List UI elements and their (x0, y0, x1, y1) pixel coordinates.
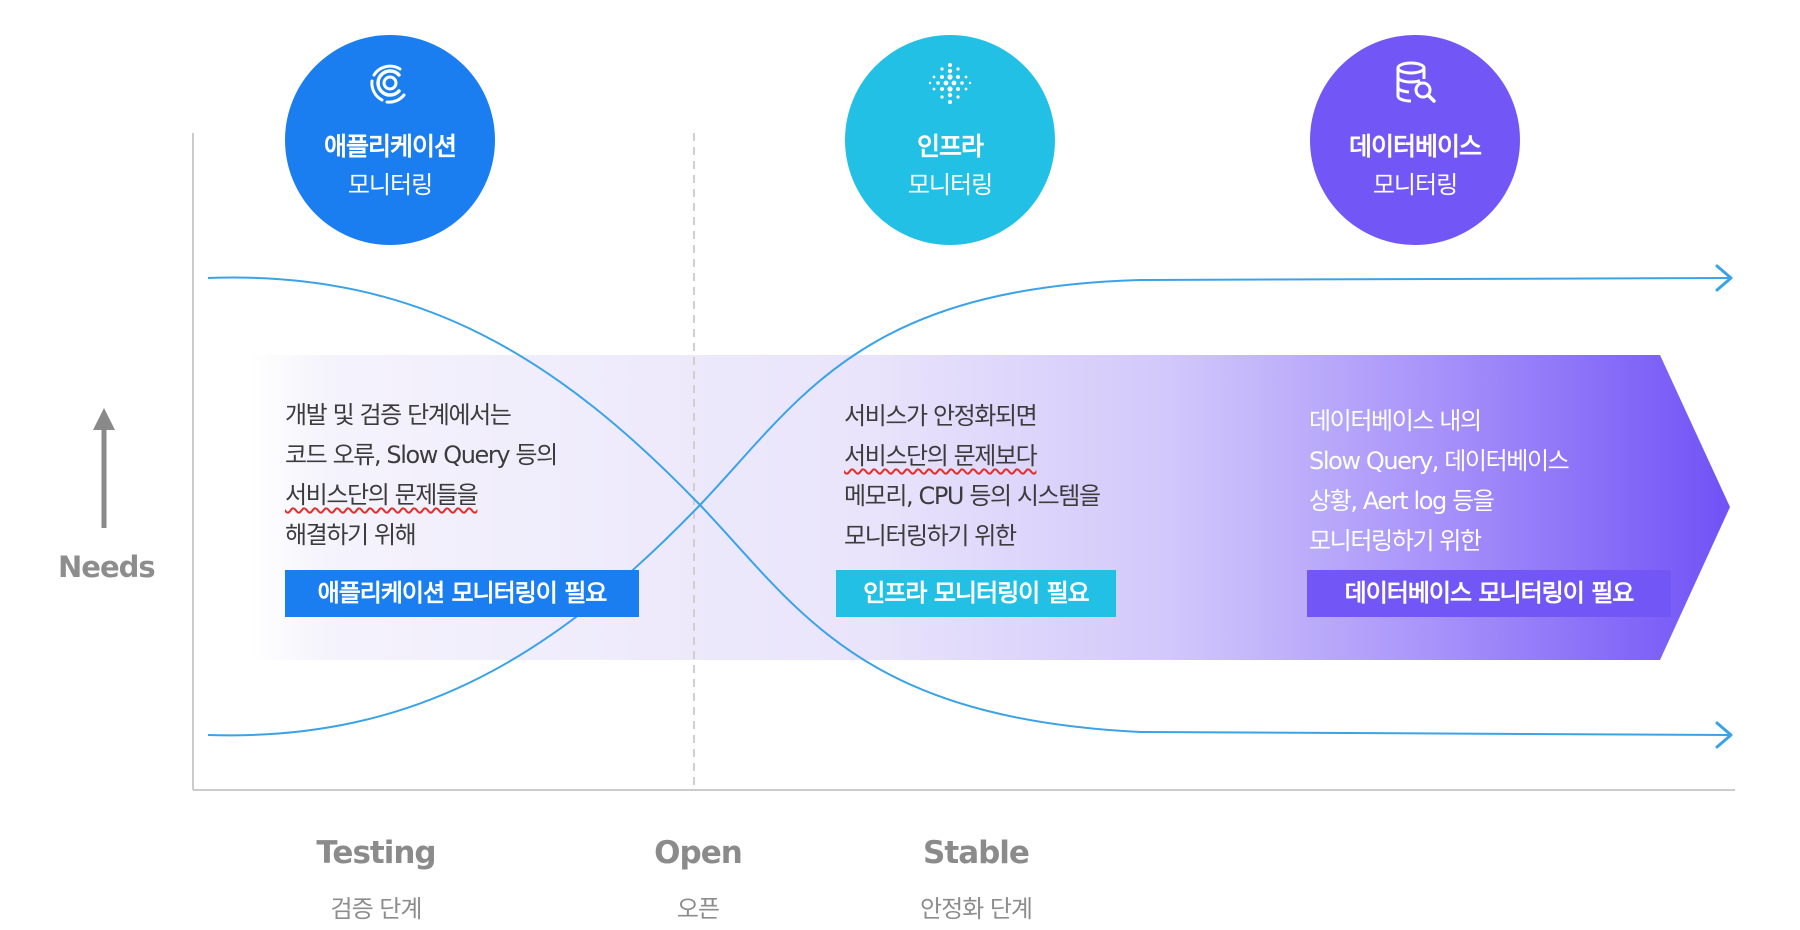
app-monitoring-subtitle: 모니터링 (347, 171, 433, 199)
phase-testing: Testing 검증 단계 (266, 835, 486, 924)
infra-description-line: 모니터링하기 위한 (844, 522, 1017, 550)
app-description-line: 해결하기 위해 (285, 521, 417, 549)
infra-description-line: 메모리, CPU 등의 시스템을 (844, 482, 1101, 510)
infra-description-line: 서비스가 안정화되면 (844, 402, 1038, 430)
rising-curve-arrowhead (1715, 264, 1733, 292)
phase-testing-label: Testing (316, 835, 436, 871)
database-monitoring-icon (1396, 61, 1436, 103)
database-monitoring-circle: 데이터베이스 모니터링 (1310, 35, 1520, 245)
rising-need-curve (207, 277, 1731, 737)
app-monitoring-need-tag: 애플리케이션 모니터링이 필요 (285, 570, 639, 617)
app-monitoring-icon (370, 64, 406, 104)
database-monitoring-title: 데이터베이스 (1348, 132, 1482, 161)
phase-stable-label: Stable (923, 835, 1030, 871)
phase-open-korean: 오픈 (676, 895, 720, 923)
database-description-line: 상황, Aert log 등을 (1309, 487, 1495, 515)
infra-monitoring-icon (928, 63, 972, 104)
database-description-line: 모니터링하기 위한 (1309, 527, 1482, 555)
database-description: 데이터베이스 내의 Slow Query, 데이터베이스 상황, Aert lo… (1309, 401, 1570, 561)
y-axis-label: Needs (58, 550, 156, 584)
database-description-line: 데이터베이스 내의 (1309, 407, 1482, 435)
declining-curve-arrowhead (1715, 721, 1733, 749)
phase-open-label: Open (654, 835, 743, 871)
app-description: 개발 및 검증 단계에서는 코드 오류, Slow Query 등의 서비스단의… (285, 395, 558, 555)
database-monitoring-subtitle: 모니터링 (1372, 171, 1458, 199)
infra-monitoring-circle: 인프라 모니터링 (845, 35, 1055, 245)
phase-stable-korean: 안정화 단계 (919, 895, 1033, 923)
app-monitoring-circle: 애플리케이션 모니터링 (285, 35, 495, 245)
infra-monitoring-subtitle: 모니터링 (907, 171, 993, 199)
phase-testing-korean: 검증 단계 (330, 895, 423, 923)
database-monitoring-need-tag: 데이터베이스 모니터링이 필요 (1307, 570, 1671, 617)
needs-arrow-icon (93, 408, 115, 430)
phase-open: Open 오픈 (588, 835, 808, 924)
infra-monitoring-need-tag: 인프라 모니터링이 필요 (836, 570, 1116, 617)
infra-monitoring-title: 인프라 (916, 132, 984, 161)
app-monitoring-title: 애플리케이션 (323, 132, 457, 161)
database-description-line: Slow Query, 데이터베이스 (1309, 447, 1570, 475)
app-description-line: 개발 및 검증 단계에서는 (285, 401, 512, 429)
infra-description-line: 서비스단의 문제보다 (844, 442, 1038, 470)
phase-stable: Stable 안정화 단계 (866, 835, 1086, 924)
infra-description: 서비스가 안정화되면 서비스단의 문제보다 메모리, CPU 등의 시스템을 모… (844, 396, 1101, 556)
app-description-line: 코드 오류, Slow Query 등의 (285, 441, 558, 469)
app-description-line: 서비스단의 문제들을 (285, 481, 479, 509)
